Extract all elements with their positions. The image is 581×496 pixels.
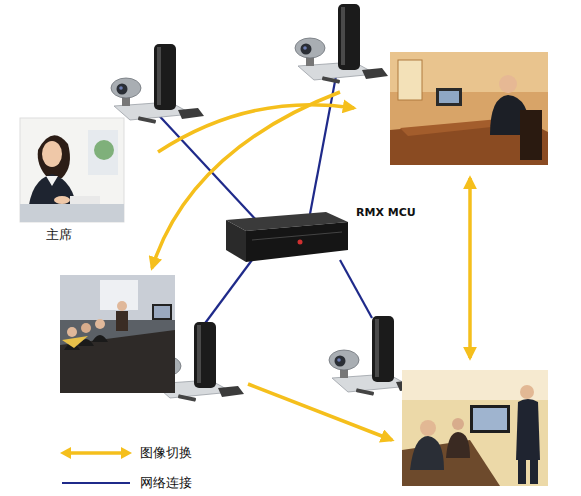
legend-row: 网络连接 [60, 468, 192, 496]
legend-text: 图像切换 [140, 444, 192, 462]
legend-arrow-sample [60, 446, 132, 460]
node-label: RMX MCU [356, 206, 416, 219]
legend-text: 网络连接 [140, 474, 192, 492]
legend-line-sample [60, 476, 132, 490]
legend-row: 图像切换 [60, 438, 192, 468]
node-label: 主席 [46, 226, 72, 244]
mcu-device: RMX MCU [222, 204, 420, 264]
chairman-photo: 主席 [20, 118, 124, 246]
